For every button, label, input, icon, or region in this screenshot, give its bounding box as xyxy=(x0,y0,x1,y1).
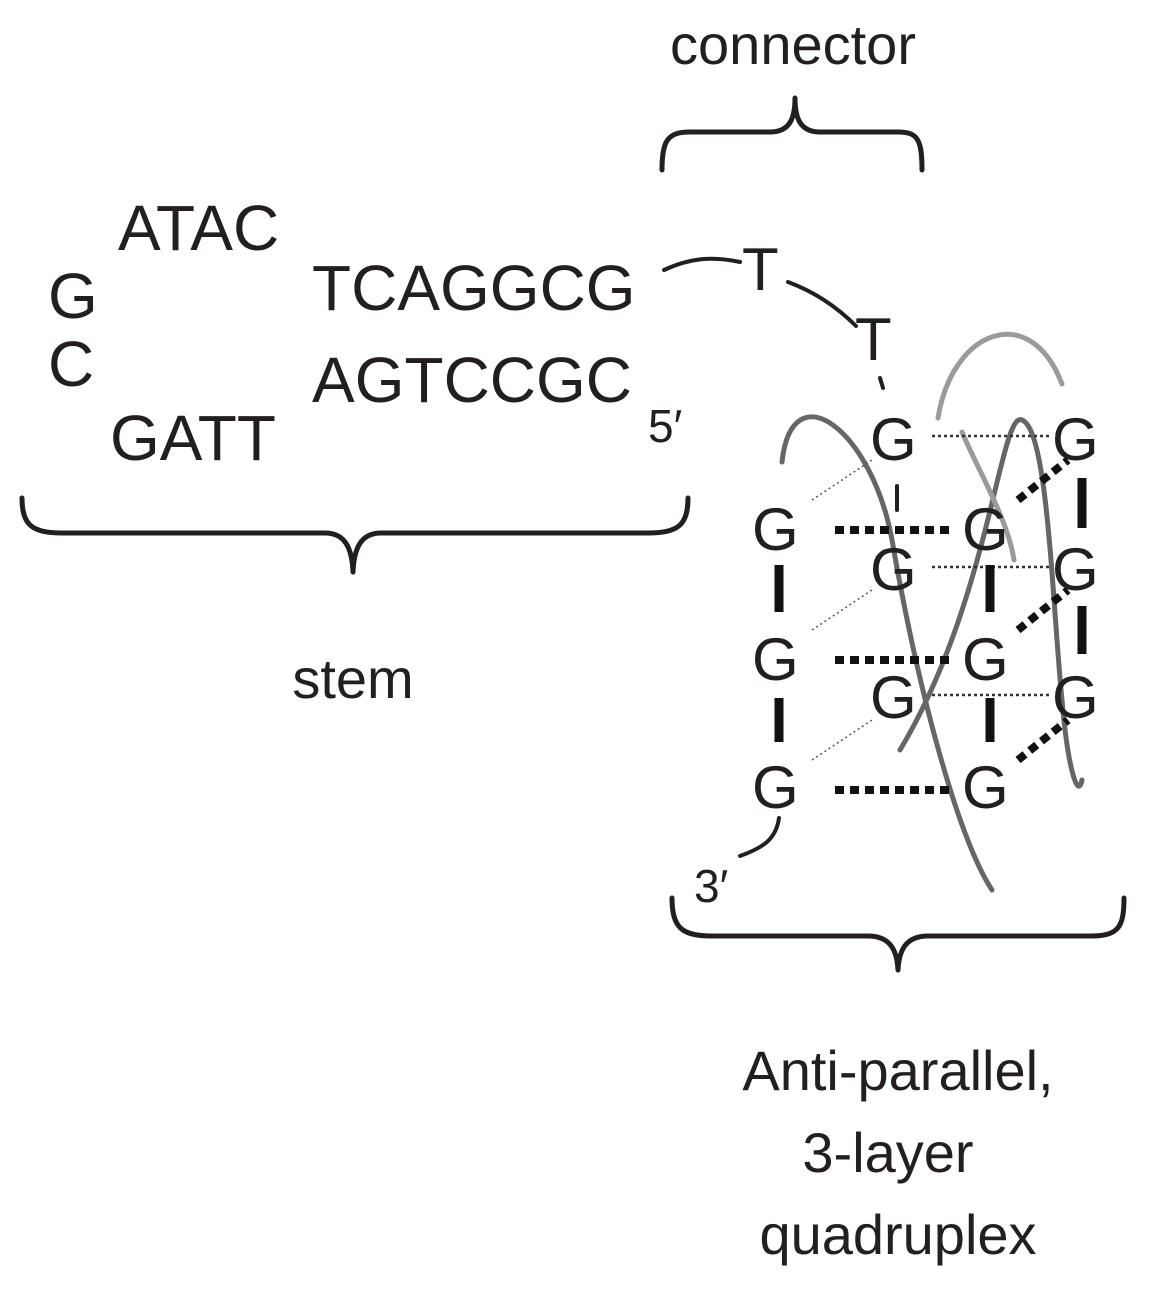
helix-strand-dark-1 xyxy=(779,414,995,893)
diag-bond-middle xyxy=(811,589,873,631)
g-front-right-top: G xyxy=(962,496,1009,563)
connector-strand: T T xyxy=(662,236,892,390)
helix-strand-light xyxy=(935,331,1065,421)
g-front-left-bottom: G xyxy=(752,754,799,821)
loop-bottom-bases: GATT xyxy=(110,402,276,474)
loop-top-bases: ATAC xyxy=(118,192,279,264)
quadruplex-strand-links xyxy=(774,478,1087,742)
three-prime-tail xyxy=(738,816,781,858)
side-bond-middle xyxy=(1015,586,1071,634)
stem-brace xyxy=(19,495,691,575)
stem-lower-strand: AGTCCGC xyxy=(312,344,632,416)
stem-upper-strand: TCAGGCG xyxy=(312,252,636,324)
back-tetrad-bonds xyxy=(811,434,1052,761)
g-back-left-bottom: G xyxy=(870,664,917,731)
g-front-right-bottom: G xyxy=(962,754,1009,821)
g-back-right-bottom: G xyxy=(1052,664,1099,731)
connector-brace xyxy=(659,95,925,173)
connector-base-t2: T xyxy=(855,306,892,373)
helix-strand-light-2 xyxy=(959,429,1017,563)
quadruplex-caption-line3: quadruplex xyxy=(759,1203,1036,1266)
g-back-right-top: G xyxy=(1052,406,1099,473)
g-back-left-middle: G xyxy=(870,536,917,603)
diag-bond-bottom xyxy=(811,719,873,761)
connector-backbone-3 xyxy=(878,376,885,390)
quadruplex-caption-line1: Anti-parallel, xyxy=(742,1039,1053,1102)
quadruplex-brace xyxy=(669,895,1127,973)
connector-backbone-1 xyxy=(662,256,742,272)
stem-sequence: ATAC G C GATT TCAGGCG AGTCCGC 5′ xyxy=(48,192,682,474)
g-front-left-middle: G xyxy=(752,626,799,693)
quadruplex-caption-line2: 3-layer xyxy=(802,1121,973,1184)
g-front-right-middle: G xyxy=(962,626,1009,693)
loop-left-base-g: G xyxy=(48,260,98,332)
connector-backbone-2 xyxy=(786,280,858,328)
diag-bond-top xyxy=(811,459,873,501)
g-back-left-top: G xyxy=(870,406,917,473)
five-prime-end-label: 5′ xyxy=(648,400,682,452)
guanine-bases: G G G G G G G G G G G G xyxy=(752,406,1099,821)
stem-label: stem xyxy=(292,647,413,710)
connector-base-t1: T xyxy=(742,236,779,303)
front-tetrad-bonds xyxy=(835,456,1071,794)
connector-label: connector xyxy=(670,13,916,76)
helix-strand-dark-2 xyxy=(897,417,1085,789)
g-back-right-middle: G xyxy=(1052,536,1099,603)
g-front-left-top: G xyxy=(752,496,799,563)
quadruplex-backbone xyxy=(779,331,1085,893)
side-bond-top xyxy=(1015,456,1071,504)
loop-left-base-c: C xyxy=(48,328,94,400)
side-bond-bottom xyxy=(1015,716,1071,764)
three-prime-end-label: 3′ xyxy=(694,860,728,912)
